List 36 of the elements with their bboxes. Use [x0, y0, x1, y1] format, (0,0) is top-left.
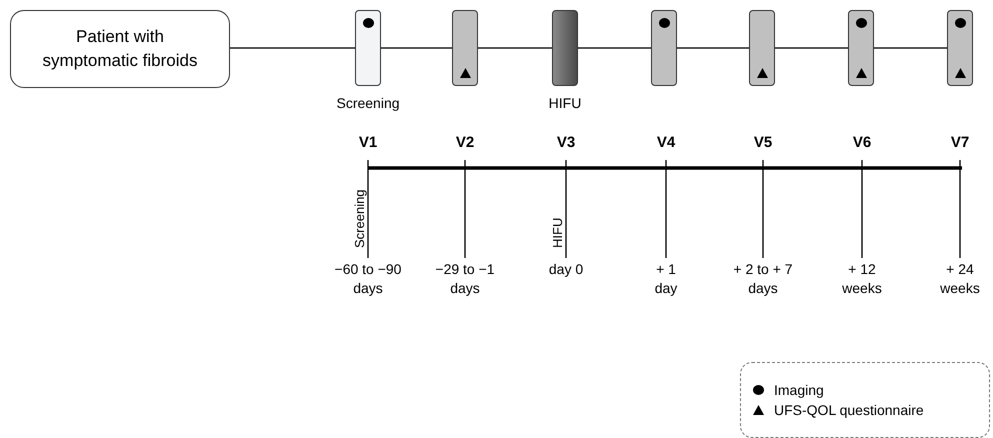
visit-label: V2	[456, 134, 474, 152]
connector-line	[381, 47, 452, 49]
legend-text: Imaging	[774, 381, 824, 399]
connector-line	[578, 47, 651, 49]
visit-caption: HIFU	[548, 94, 582, 112]
visit-label: V4	[656, 134, 676, 152]
visit-label: V1	[358, 134, 378, 152]
visit-box	[947, 10, 973, 86]
visit-label: V3	[556, 134, 576, 152]
time-label: −60 to −90 days	[334, 260, 402, 298]
visit-box	[552, 10, 578, 86]
rotated-label: HIFU	[550, 218, 565, 248]
legend-text: UFS-QOL questionnaire	[774, 401, 924, 419]
time-label: −29 to −1 days	[434, 260, 496, 298]
visit-box	[651, 10, 677, 86]
time-label: day 0	[548, 260, 584, 279]
visit-box	[848, 10, 874, 86]
connector-line	[677, 47, 749, 49]
connector-line	[775, 47, 848, 49]
visit-box	[355, 10, 381, 86]
visit-label: V7	[950, 134, 970, 152]
time-label: + 12 weeks	[841, 260, 883, 298]
rotated-label: Screening	[352, 189, 367, 248]
node-text: Patient with symptomatic fibroids	[42, 26, 198, 72]
connector-line	[478, 47, 552, 49]
visit-label: V5	[754, 134, 772, 152]
visit-box	[749, 10, 775, 86]
connector-line	[230, 47, 355, 49]
time-label: + 2 to + 7 days	[732, 260, 794, 298]
time-label: + 24 weeks	[939, 260, 981, 298]
start-box	[10, 10, 230, 88]
visit-box	[452, 10, 478, 86]
connector-line	[874, 47, 947, 49]
time-label: + 1 day	[654, 260, 678, 298]
visit-label: V6	[852, 134, 872, 152]
visit-caption: Screening	[336, 94, 400, 112]
